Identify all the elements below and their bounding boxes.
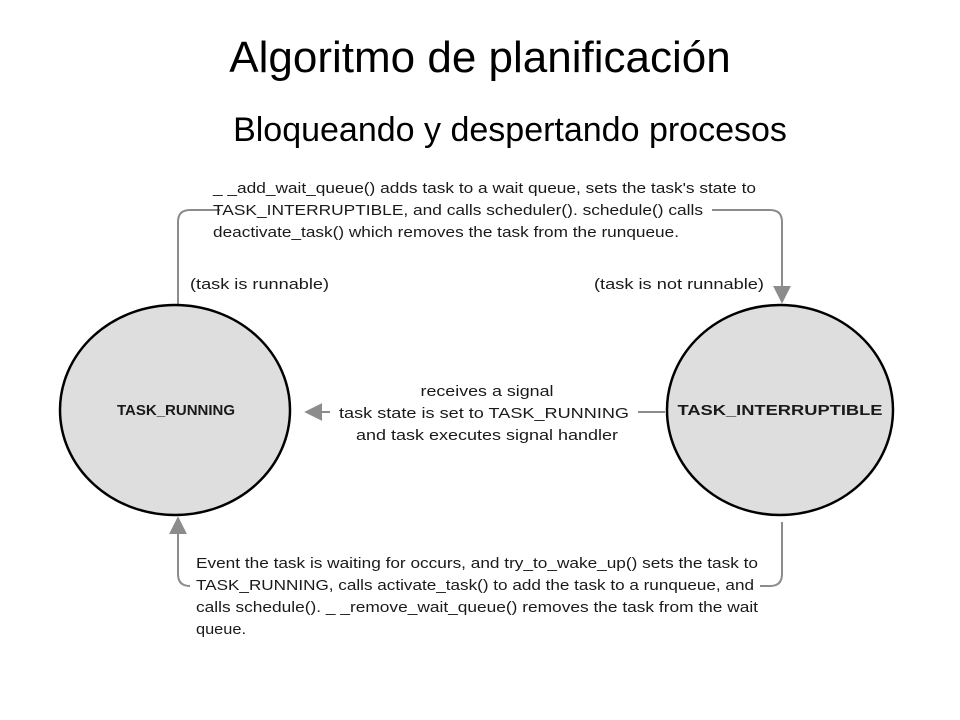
top-note-line-1: _ _add_wait_queue() adds task to a wait … [212, 180, 756, 197]
not-runnable-tag: (task is not runnable) [594, 276, 764, 293]
state-task-running [58, 303, 292, 517]
bottom-note-line-3: calls schedule(). _ _remove_wait_queue()… [196, 599, 759, 616]
state-label-running: TASK_RUNNING [117, 402, 235, 419]
bottom-note-line-4: queue. [196, 621, 246, 638]
runnable-tag: (task is runnable) [190, 276, 329, 293]
slide-title: Algoritmo de planificación [229, 33, 731, 82]
slide-subtitle: Bloqueando y despertando procesos [233, 111, 787, 149]
signal-note-line-2: task state is set to TASK_RUNNING [339, 405, 629, 422]
bottom-note-line-1: Event the task is waiting for occurs, an… [196, 555, 758, 572]
wakeup-transition-arrow [178, 518, 783, 587]
signal-note-line-1: receives a signal [421, 383, 554, 400]
top-note-line-2: TASK_INTERRUPTIBLE, and calls scheduler(… [213, 202, 703, 219]
bottom-note-line-2: TASK_RUNNING, calls activate_task() to a… [196, 577, 754, 594]
state-label-interruptible: TASK_INTERRUPTIBLE [678, 402, 883, 419]
top-note-line-3: deactivate_task() which removes the task… [213, 224, 679, 241]
signal-note-line-3: and task executes signal handler [356, 427, 618, 444]
state-task-interruptible [665, 303, 895, 517]
sleep-transition-arrow [177, 209, 782, 305]
